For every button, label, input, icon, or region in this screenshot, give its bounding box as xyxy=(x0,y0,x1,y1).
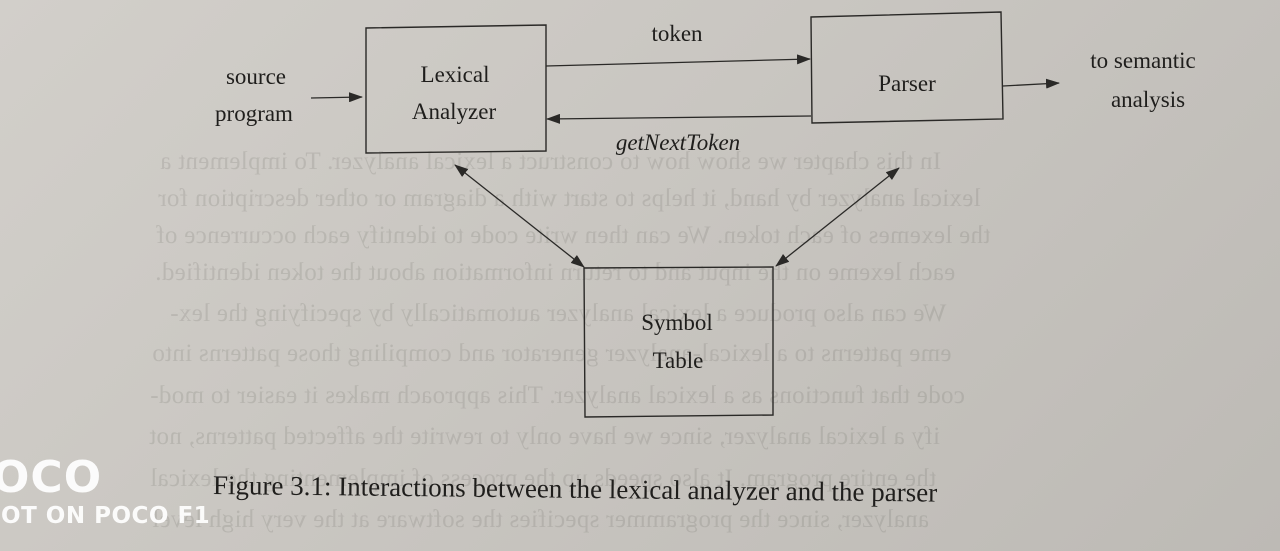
semantic-analysis-arrow xyxy=(1002,78,1060,89)
symbol-table-box xyxy=(583,266,774,418)
symbol-label: Symbol xyxy=(641,310,713,335)
table-label: Table xyxy=(653,348,704,373)
to-semantic-label: to semantic xyxy=(1090,48,1195,73)
source-program-arrow xyxy=(310,92,363,103)
parser-box xyxy=(810,11,1004,124)
lexical-label: Lexical xyxy=(421,62,490,87)
program-label: program xyxy=(215,101,293,126)
analysis-label: analysis xyxy=(1111,87,1185,112)
get-next-token-label: getNextToken xyxy=(616,130,740,155)
watermark-subtitle: IOT ON POCO F1 xyxy=(0,503,211,529)
lexer-symbol-table-arrow xyxy=(454,164,585,268)
parser-symbol-table-arrow xyxy=(775,167,900,267)
parser-label: Parser xyxy=(878,71,936,96)
camera-watermark: OCO IOT ON POCO F1 xyxy=(0,452,210,530)
token-arrow xyxy=(545,54,811,67)
watermark-logo: OCO xyxy=(0,452,103,503)
token-label: token xyxy=(651,21,703,46)
analyzer-label: Analyzer xyxy=(412,99,497,124)
lexical-analyzer-box xyxy=(365,24,547,154)
source-label: source xyxy=(226,64,286,89)
get-next-token-arrow xyxy=(546,113,812,124)
